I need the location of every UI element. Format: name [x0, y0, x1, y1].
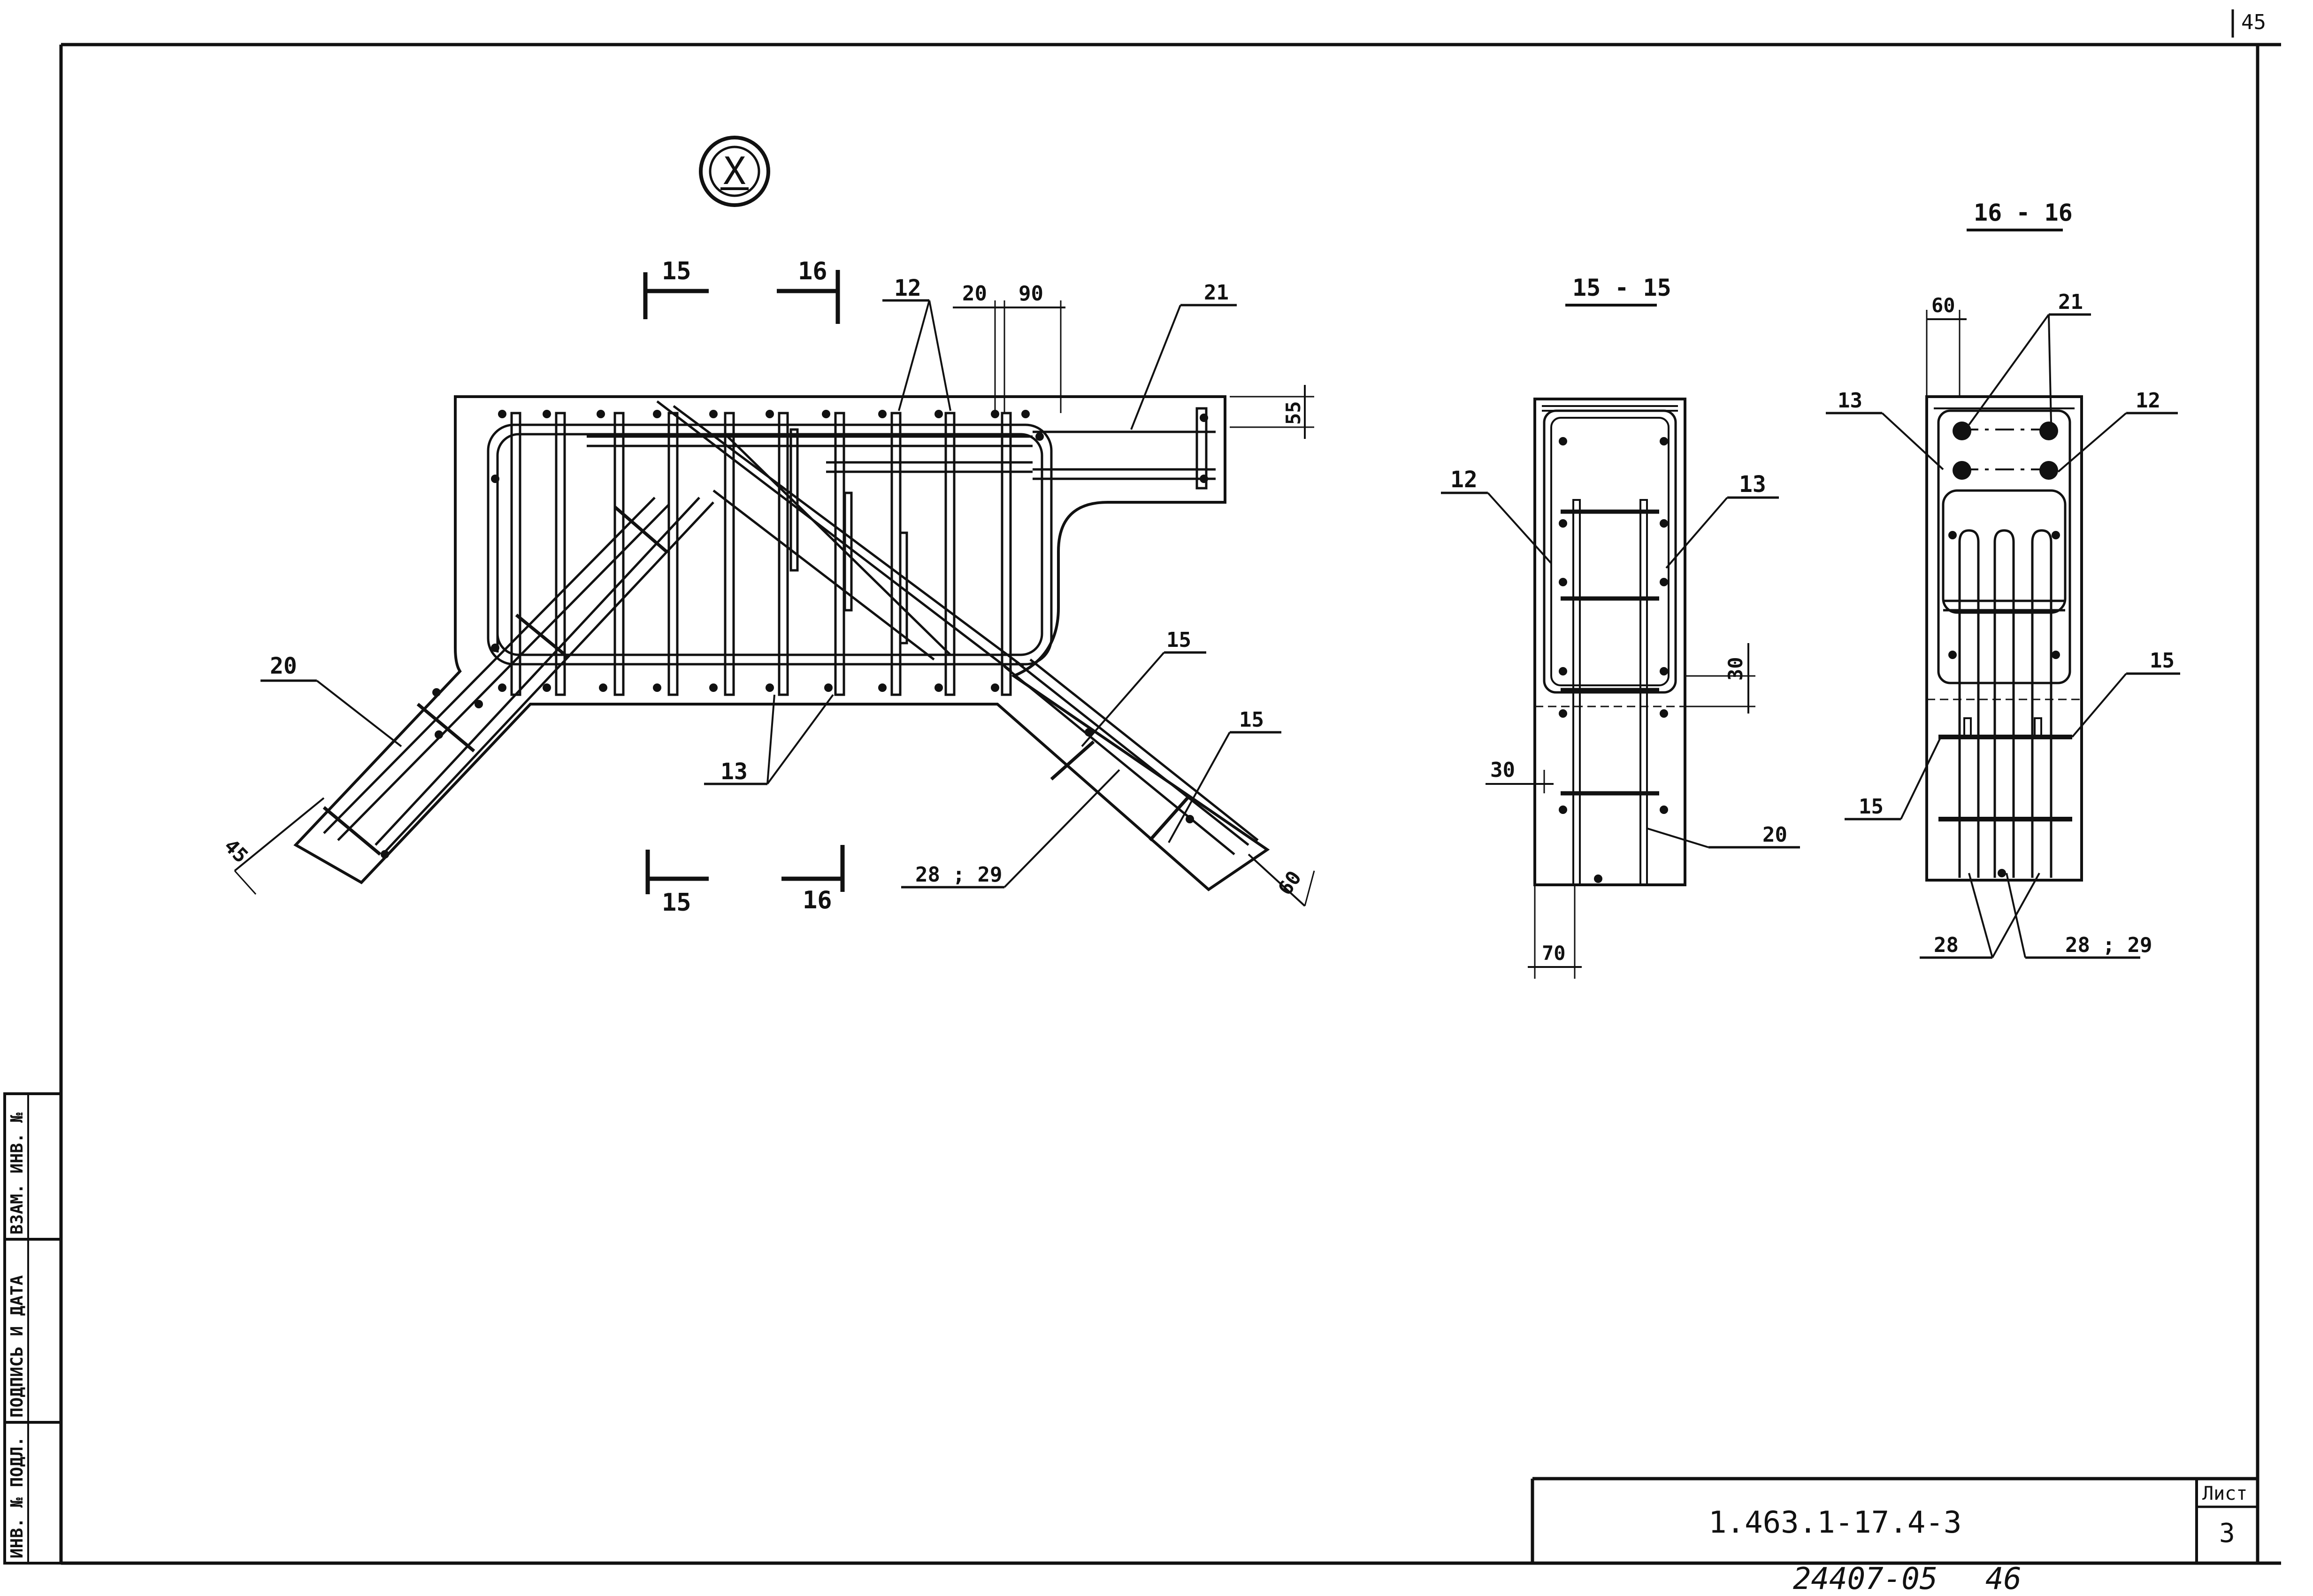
s16-dim-60: 60: [1926, 294, 1967, 397]
s15-label-30-right: 30: [1724, 657, 1747, 681]
s15-label-13: 13: [1739, 471, 1766, 498]
leader-15-a: 15: [1081, 628, 1206, 747]
label-15-a: 15: [1166, 628, 1191, 652]
archive-number: 24407-05: [1793, 1562, 1938, 1594]
s16-label-60: 60: [1931, 294, 1955, 317]
label-60: 60: [1273, 867, 1306, 899]
s15-dim-30-left: 30: [1486, 758, 1554, 793]
leader-20-left: 20: [260, 653, 402, 747]
detail-marker-letter: X: [723, 149, 746, 193]
corner-mark-group: 45: [2231, 9, 2266, 38]
document-code: 1.463.1-17.4-3: [1708, 1505, 1961, 1540]
label-13: 13: [720, 759, 748, 785]
label-20-top: 20: [962, 282, 987, 306]
label-21: 21: [1204, 281, 1229, 305]
dim-45: 45: [220, 797, 325, 895]
label-12: 12: [894, 275, 921, 301]
footer: 24407-05 46: [1793, 1562, 2022, 1596]
section-15-15: 15 - 15 12 13: [1441, 274, 1800, 979]
page-number: 46: [1985, 1562, 2022, 1594]
margin-stamp: ИНВ. № ПОДЛ. ПОДПИСЬ И ДАТА ВЗАМ. ИНВ. №: [3, 1092, 62, 1565]
cut-16-bottom-label: 16: [803, 886, 832, 914]
s16-leader-21: 21: [1968, 290, 2091, 426]
s16-leader-15-right: 15: [2071, 649, 2180, 738]
leg-stirrups: [322, 506, 1189, 856]
diagonal-rebars: [323, 400, 1259, 855]
dim-top: 20 90: [953, 282, 1065, 413]
label-55: 55: [1282, 401, 1305, 425]
label-90: 90: [1019, 282, 1043, 306]
section-15-title: 15 - 15: [1572, 274, 1671, 301]
s16-leader-13: 13: [1826, 389, 1944, 470]
s15-dim-70: 70: [1528, 885, 1582, 979]
s15-label-20: 20: [1762, 823, 1787, 847]
leader-15-b: 15: [1168, 708, 1281, 843]
cut-marker-16-top: 16: [777, 257, 840, 324]
stamp-inv-podl: ИНВ. № ПОДЛ.: [8, 1436, 27, 1558]
s16-leader-15-left: 15: [1845, 737, 1942, 821]
s16-label-15-left: 15: [1859, 795, 1884, 819]
cut-16-top-label: 16: [798, 257, 827, 285]
dim-55: 55: [1230, 385, 1314, 439]
s16-label-28-29: 28 ; 29: [2065, 933, 2152, 957]
leader-21: 21: [1130, 281, 1237, 430]
s15-dim-30-right: 30: [1685, 643, 1755, 714]
label-45: 45: [220, 834, 253, 867]
section-16-16: 16 - 16: [1826, 199, 2180, 959]
rebar-dots: [381, 410, 1208, 859]
main-view: 15 16 15 16: [220, 257, 1315, 917]
sheet-label: Лист: [2202, 1483, 2247, 1504]
s16-label-12: 12: [2136, 389, 2160, 413]
label-28-29: 28 ; 29: [915, 863, 1002, 887]
s15-label-70: 70: [1542, 942, 1566, 965]
cut-15-top-label: 15: [662, 257, 691, 285]
s16-label-28: 28: [1934, 933, 1959, 957]
s15-label-30-left: 30: [1490, 758, 1515, 782]
rebar-cage: [487, 423, 1216, 666]
detail-marker: X: [699, 136, 770, 207]
vertical-rebars: [510, 407, 1208, 696]
section-16-title: 16 - 16: [1974, 199, 2073, 226]
corner-mark: 45: [2241, 10, 2266, 34]
leader-12: 12: [882, 275, 951, 411]
stamp-vzam-inv: ВЗАМ. ИНВ. №: [8, 1113, 27, 1235]
s16-label-21: 21: [2058, 290, 2083, 314]
cut-marker-15-top: 15: [643, 257, 709, 319]
leader-13: 13: [704, 694, 834, 785]
label-20-left: 20: [270, 653, 297, 679]
title-block: 1.463.1-17.4-3 Лист 3: [1531, 1477, 2258, 1563]
s16-leader-12: 12: [2057, 389, 2178, 473]
s16-leader-28-29: 28 ; 29: [2006, 873, 2152, 959]
cut-15-bottom-label: 15: [662, 889, 691, 917]
s16-leader-28: 28: [1920, 873, 2040, 959]
s15-label-12: 12: [1450, 467, 1478, 493]
cut-marker-16-bottom: 16: [781, 845, 845, 914]
s15-leader-20: 20: [1647, 823, 1800, 849]
stamp-podpis-data: ПОДПИСЬ И ДАТА: [8, 1275, 27, 1418]
label-15-b: 15: [1239, 708, 1264, 732]
s16-label-13: 13: [1838, 389, 1862, 413]
sheet-number: 3: [2219, 1518, 2235, 1549]
s15-leader-13: 13: [1665, 471, 1779, 569]
s15-leader-12: 12: [1441, 467, 1552, 564]
s16-label-15-right: 15: [2150, 649, 2175, 673]
dim-60: 60: [1248, 853, 1315, 907]
leader-28-29: 28 ; 29: [901, 769, 1120, 889]
cut-marker-15-bottom: 15: [645, 850, 709, 917]
